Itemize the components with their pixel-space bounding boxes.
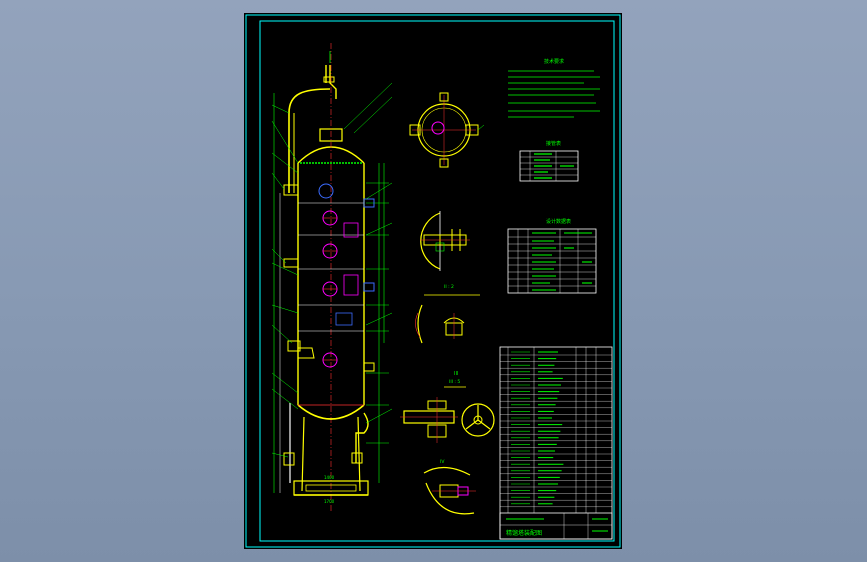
- plan-view: [409, 92, 485, 168]
- inner-frame: [259, 20, 615, 542]
- detail-view-2: II : 2: [420, 211, 480, 296]
- detail-3-scale: III : 5: [449, 379, 460, 385]
- technical-notes: 技术要求: [508, 58, 600, 118]
- detail-3-label: III: [454, 371, 458, 377]
- drawing-sheet: 1400 1700 II : 2 III III: [244, 13, 622, 549]
- title-block: 精馏塔装配图: [499, 512, 613, 540]
- design-data-table: 设计数据表: [507, 218, 597, 294]
- column-elevation: 1400 1700: [271, 43, 393, 513]
- detail-view-4: IV: [423, 459, 476, 515]
- parts-list: [499, 346, 613, 540]
- nozzle-table-title: 接管表: [546, 140, 561, 147]
- detail-2-label: II : 2: [444, 284, 454, 290]
- detail-view-3: III III : 5: [400, 371, 495, 443]
- notes-title: 技术要求: [544, 58, 564, 65]
- detail-view-small: [415, 304, 465, 344]
- title-block-name: 精馏塔装配图: [506, 529, 542, 537]
- detail-4-label: IV: [440, 459, 445, 465]
- dim-bottom-2: 1700: [324, 499, 335, 504]
- dim-bottom-1: 1400: [324, 475, 335, 480]
- outer-frame: [245, 14, 621, 548]
- design-table-title: 设计数据表: [546, 218, 571, 225]
- nozzle-table: 接管表: [519, 140, 579, 182]
